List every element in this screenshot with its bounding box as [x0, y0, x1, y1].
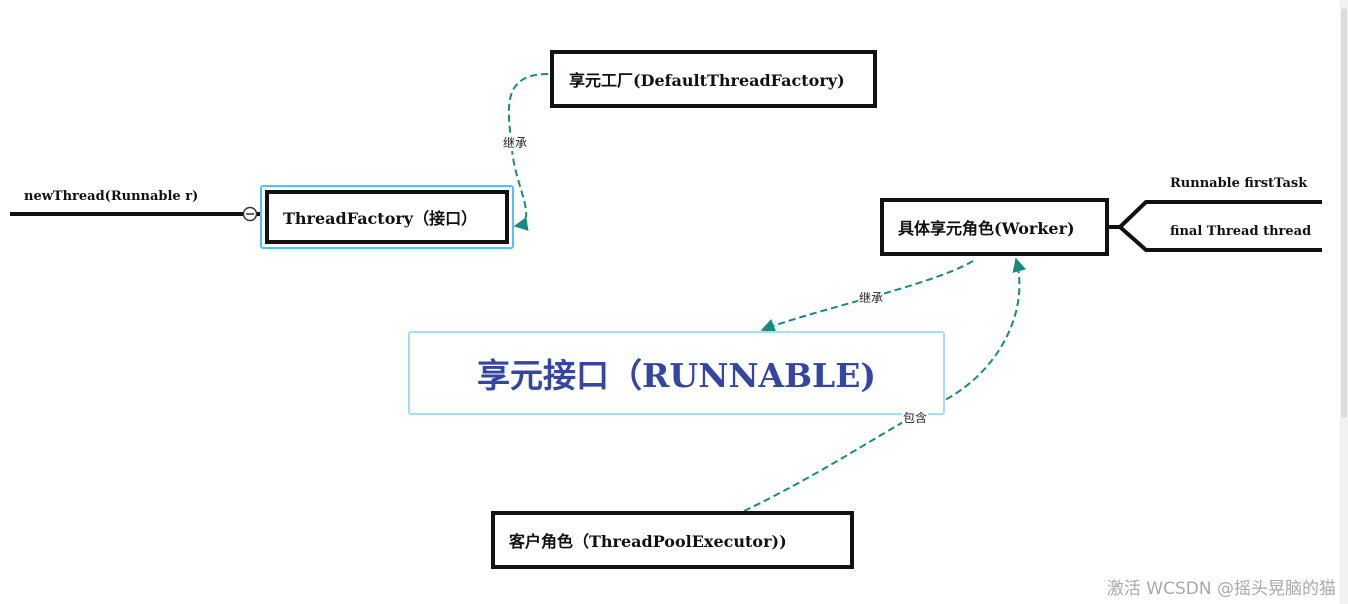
- node-thread-pool-executor[interactable]: 客户角色（ThreadPoolExecutor)): [491, 511, 854, 569]
- branch-label-first-task[interactable]: Runnable firstTask: [1170, 176, 1308, 191]
- node-worker-label: 具体享元角色(Worker): [898, 219, 1075, 238]
- branch-label-thread[interactable]: final Thread thread: [1170, 224, 1312, 239]
- node-thread-factory-label: ThreadFactory（接口）: [283, 209, 478, 228]
- edge-label-extends-worker: 继承: [858, 289, 885, 306]
- node-thread-factory[interactable]: ThreadFactory（接口）: [265, 190, 509, 244]
- watermark-text: 激活 WCSDN @摇头晃脑的猫: [1106, 579, 1336, 599]
- worker-branch-line: [1108, 200, 1322, 252]
- scrollbar-thumb[interactable]: [1341, 8, 1347, 418]
- node-worker[interactable]: 具体享元角色(Worker): [880, 198, 1109, 256]
- edge-contains: [743, 257, 1027, 512]
- node-runnable-interface[interactable]: 享元接口（RUNNABLE): [408, 331, 945, 415]
- vertical-scrollbar[interactable]: [1340, 0, 1348, 604]
- node-thread-factory-selected[interactable]: ThreadFactory（接口）: [260, 185, 514, 249]
- branch-label-new-thread[interactable]: newThread(Runnable r): [24, 189, 199, 204]
- edge-label-extends-factory: 继承: [502, 134, 529, 151]
- edge-label-contains: 包含: [902, 409, 929, 426]
- node-default-thread-factory-label: 享元工厂(DefaultThreadFactory): [569, 71, 845, 90]
- collapse-toggle-icon[interactable]: [242, 206, 258, 222]
- node-thread-pool-executor-label: 客户角色（ThreadPoolExecutor)): [509, 532, 787, 551]
- node-runnable-interface-label: 享元接口（RUNNABLE): [477, 356, 876, 395]
- node-default-thread-factory[interactable]: 享元工厂(DefaultThreadFactory): [550, 50, 877, 108]
